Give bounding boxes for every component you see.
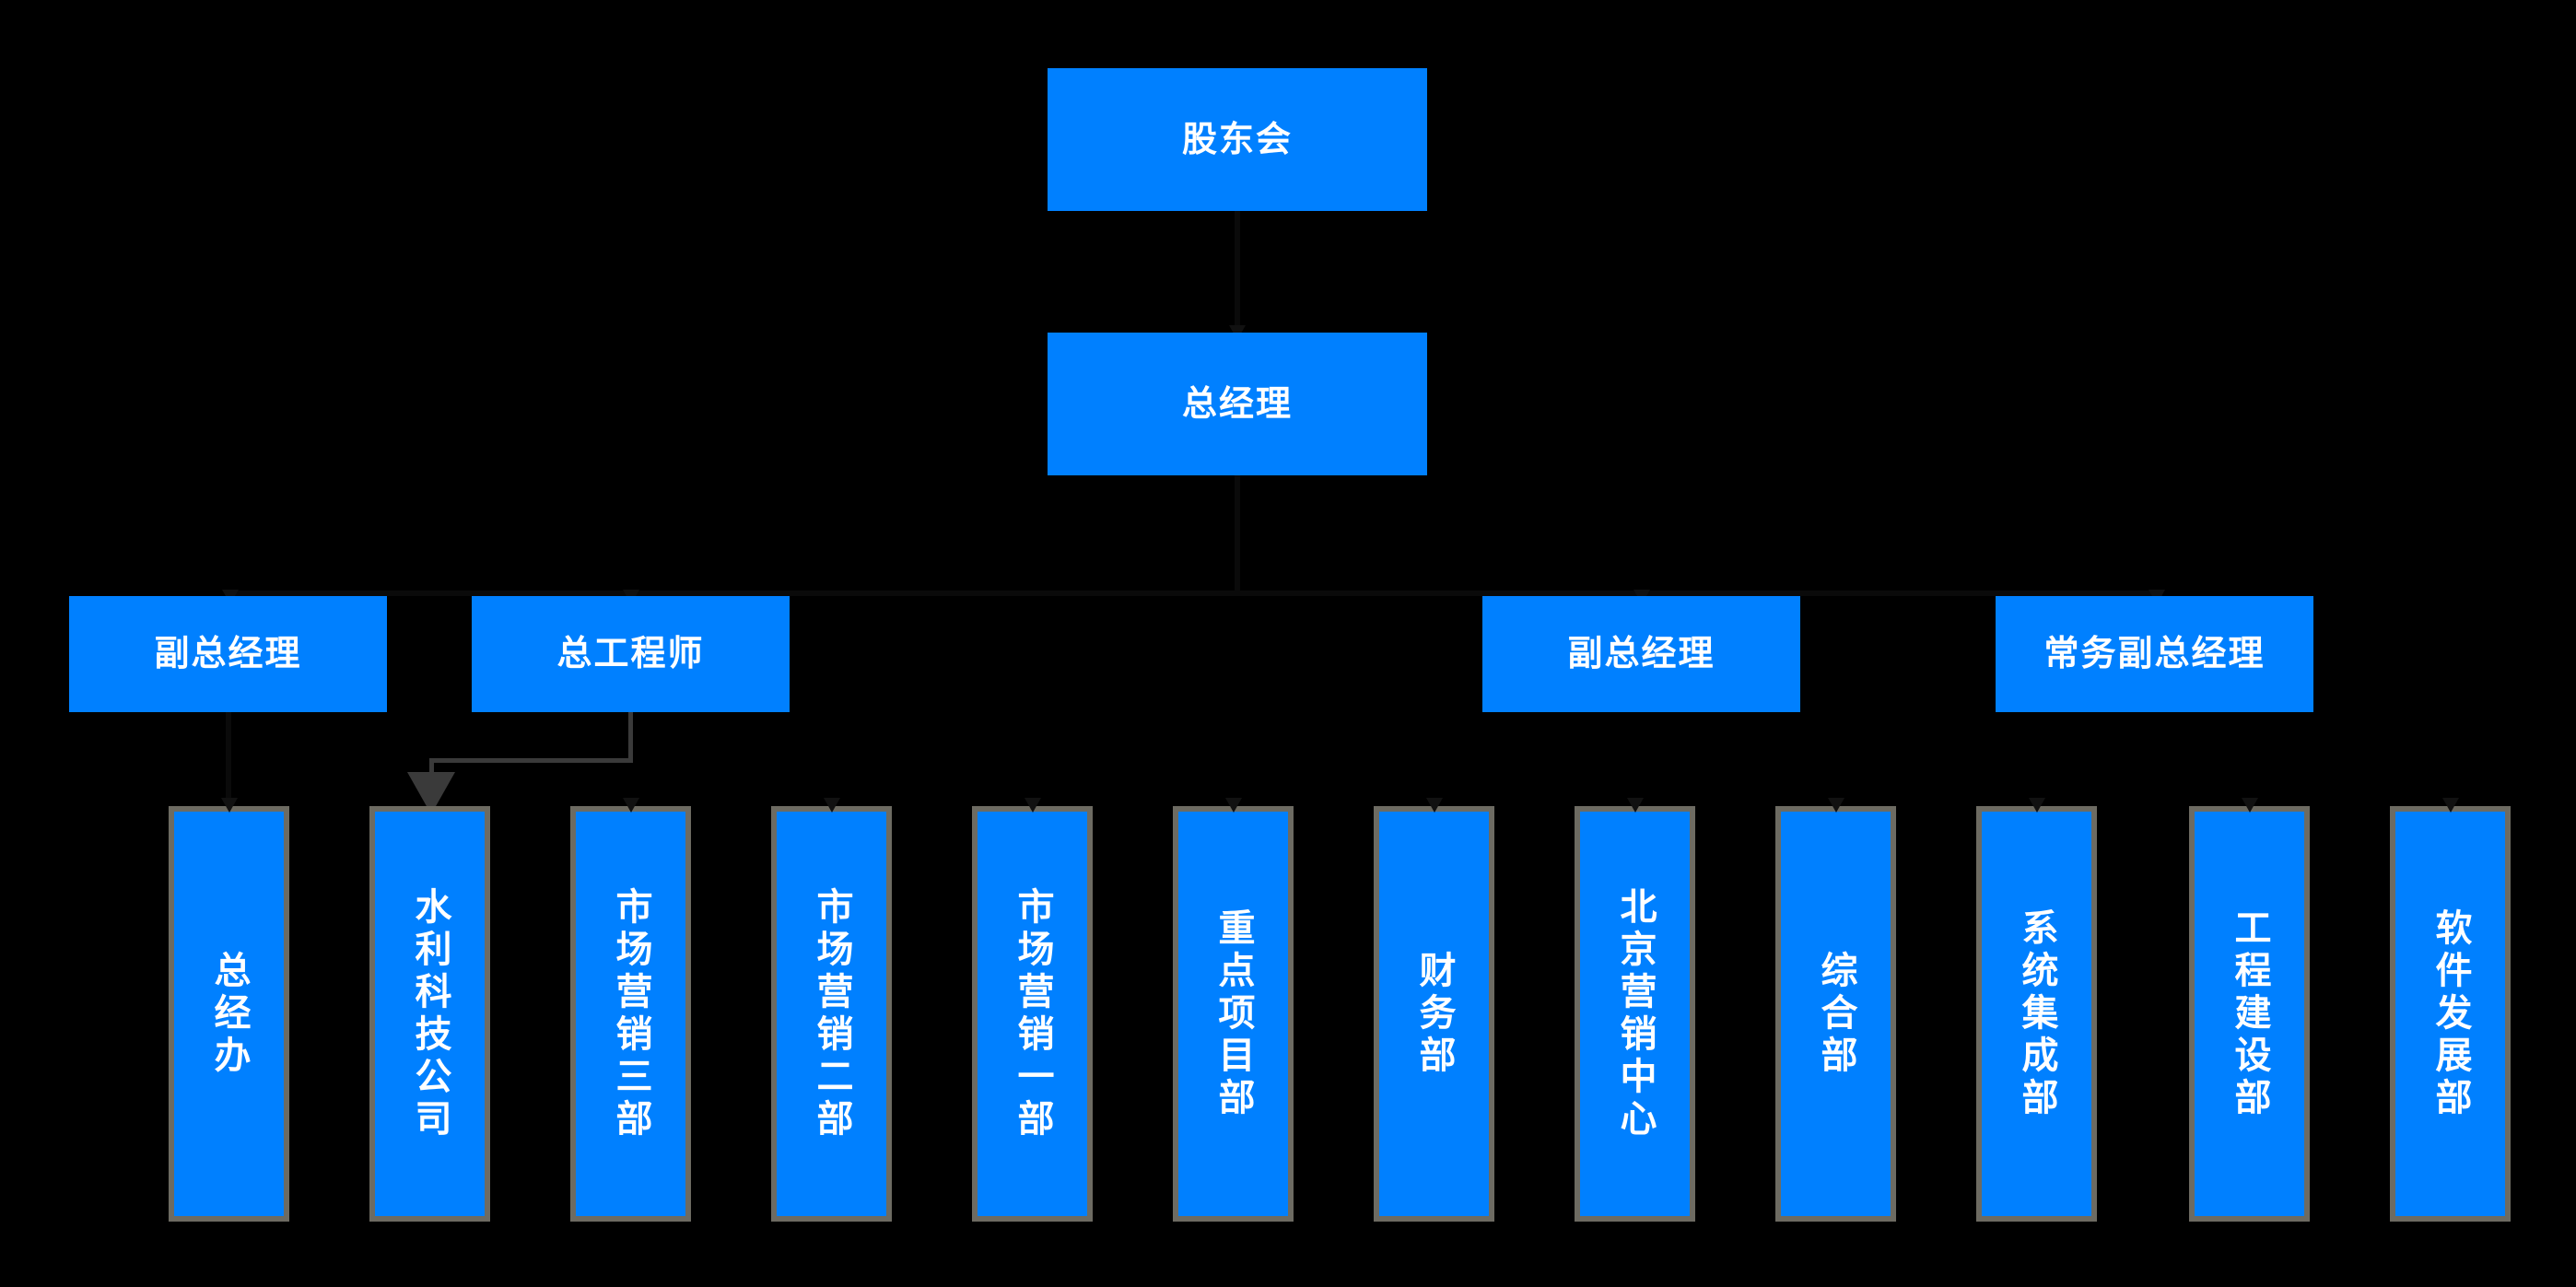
node-department-finance-label: 财务部	[1412, 950, 1456, 1078]
node-department-system-integration[interactable]: 系统集成部	[1976, 806, 2097, 1222]
connector-exec-to-dept-1	[226, 712, 231, 804]
node-deputy-general-manager-1-label: 副总经理	[154, 633, 302, 674]
node-department-marketing-3[interactable]: 市场营销三部	[570, 806, 691, 1222]
node-chief-engineer-label: 总工程师	[556, 633, 705, 674]
arrow-into-department-10	[2029, 798, 2045, 813]
node-department-marketing-3-label: 市场营销三部	[609, 886, 652, 1141]
node-shareholders-meeting-label: 股东会	[1181, 118, 1293, 159]
node-department-key-projects-label: 重点项目部	[1212, 907, 1255, 1120]
node-department-system-integration-label: 系统集成部	[2015, 907, 2058, 1120]
node-deputy-general-manager-2[interactable]: 副总经理	[1482, 596, 1800, 712]
node-executive-deputy-general-manager[interactable]: 常务副总经理	[1996, 596, 2313, 712]
node-department-beijing-marketing-center-label: 北京营销中心	[1613, 886, 1657, 1141]
node-department-general-affairs-label: 综合部	[1814, 950, 1857, 1078]
arrow-into-department-1	[221, 798, 238, 813]
node-department-engineering-construction[interactable]: 工程建设部	[2189, 806, 2310, 1222]
node-executive-deputy-general-manager-label: 常务副总经理	[2043, 633, 2266, 674]
arrow-into-department-5	[1025, 798, 1041, 813]
node-general-manager[interactable]: 总经理	[1048, 333, 1427, 475]
node-general-manager-label: 总经理	[1181, 382, 1293, 424]
node-department-marketing-2[interactable]: 市场营销二部	[771, 806, 892, 1222]
node-department-beijing-marketing-center[interactable]: 北京营销中心	[1575, 806, 1695, 1222]
node-department-marketing-2-label: 市场营销二部	[810, 886, 853, 1141]
node-department-key-projects[interactable]: 重点项目部	[1173, 806, 1294, 1222]
node-deputy-general-manager-1[interactable]: 副总经理	[69, 596, 387, 712]
node-department-marketing-1-label: 市场营销一部	[1011, 886, 1054, 1141]
node-deputy-general-manager-2-label: 副总经理	[1567, 633, 1715, 674]
node-department-general-manager-office[interactable]: 总经办	[169, 806, 289, 1222]
arrow-into-department-8	[1627, 798, 1644, 813]
node-department-finance[interactable]: 财务部	[1374, 806, 1494, 1222]
arrow-into-department-12	[2442, 798, 2459, 813]
connector-chief-engineer-drop	[628, 712, 633, 763]
arrow-into-department-3	[623, 798, 639, 813]
arrow-into-department-9	[1828, 798, 1844, 813]
connector-chief-engineer-elbow	[429, 758, 633, 763]
node-department-water-tech-company[interactable]: 水利科技公司	[369, 806, 490, 1222]
arrow-into-department-7	[1426, 798, 1443, 813]
arrow-into-department-11	[2242, 798, 2258, 813]
connector-chief-engineer-down	[429, 758, 434, 777]
node-department-general-affairs[interactable]: 综合部	[1775, 806, 1896, 1222]
arrow-into-department-6	[1225, 798, 1242, 813]
node-department-marketing-1[interactable]: 市场营销一部	[972, 806, 1093, 1222]
connector-shareholders-to-gm	[1235, 211, 1240, 333]
node-shareholders-meeting[interactable]: 股东会	[1048, 68, 1427, 211]
node-department-engineering-construction-label: 工程建设部	[2228, 907, 2271, 1120]
node-department-software-development[interactable]: 软件发展部	[2390, 806, 2511, 1222]
connector-gm-bus	[228, 591, 2162, 596]
node-department-water-tech-company-label: 水利科技公司	[408, 886, 451, 1141]
arrow-into-department-4	[824, 798, 840, 813]
connector-gm-trunk	[1235, 475, 1240, 596]
node-department-software-development-label: 软件发展部	[2429, 907, 2472, 1120]
node-department-general-manager-office-label: 总经办	[207, 950, 251, 1078]
node-chief-engineer[interactable]: 总工程师	[472, 596, 790, 712]
